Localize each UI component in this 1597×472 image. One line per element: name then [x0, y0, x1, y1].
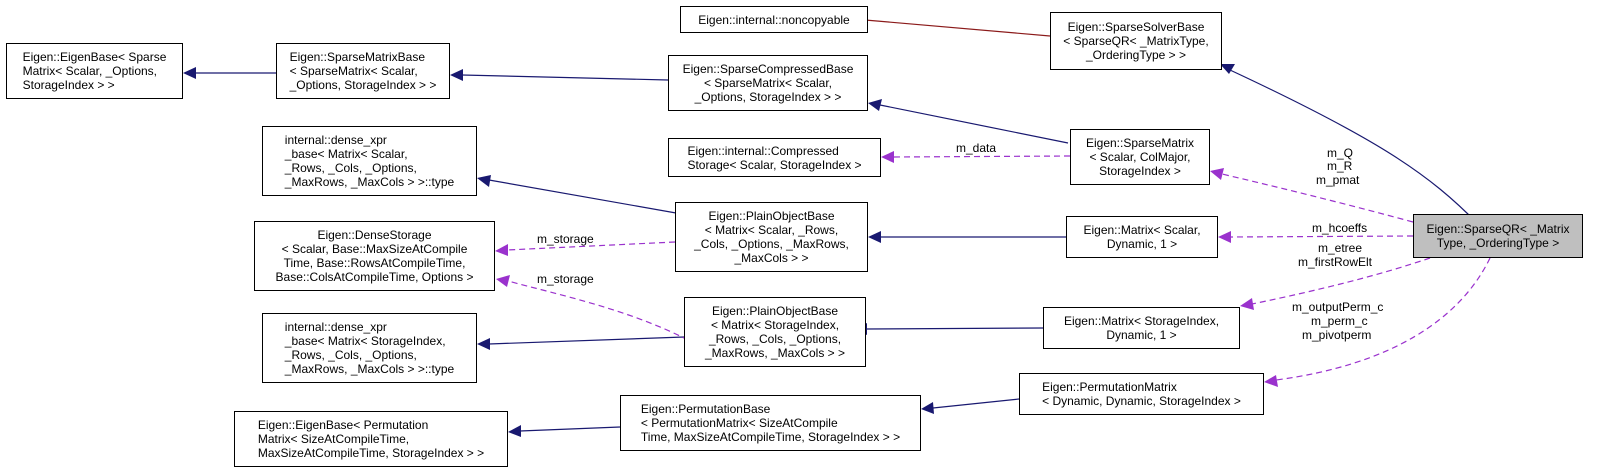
edge-permbase-eigenbase	[508, 425, 621, 437]
label-m-storage-1: m_storage	[537, 232, 594, 246]
node-label: Eigen::PermutationMatrix < Dynamic, Dyna…	[1042, 380, 1241, 408]
node-eigenbase-perm[interactable]: Eigen::EigenBase< Permutation Matrix< Si…	[234, 411, 508, 467]
edge-sparseqr-permmatrix	[1264, 257, 1491, 387]
node-label: Eigen::EigenBase< Sparse Matrix< Scalar,…	[22, 50, 167, 92]
node-sparse-compressed-base[interactable]: Eigen::SparseCompressedBase < SparseMatr…	[668, 55, 868, 111]
label-m-hcoeffs: m_hcoeffs	[1312, 221, 1367, 235]
node-label: Eigen::internal::Compressed Storage< Sca…	[687, 143, 862, 172]
edge-sparseqr-sparsematrix	[1210, 168, 1414, 223]
node-label: Eigen::internal::noncopyable	[698, 12, 850, 27]
node-plain-object-scalar[interactable]: Eigen::PlainObjectBase < Matrix< Scalar,…	[675, 202, 868, 272]
node-sparse-matrix-base[interactable]: Eigen::SparseMatrixBase < SparseMatrix< …	[276, 43, 450, 99]
label-m-perm-c: m_perm_c	[1311, 314, 1368, 328]
edge-matrixscalar-plainobject	[868, 231, 1066, 243]
edge-plainobject-densexpr-scalar	[477, 175, 677, 214]
node-label: Eigen::EigenBase< Permutation Matrix< Si…	[257, 418, 485, 460]
node-label: Eigen::SparseQR< _Matrix Type, _Ordering…	[1426, 222, 1570, 250]
node-label: Eigen::SparseMatrix < Scalar, ColMajor, …	[1085, 136, 1195, 178]
node-label: Eigen::PermutationBase < PermutationMatr…	[640, 402, 901, 444]
edge-solverbase-noncopyable	[851, 14, 1051, 37]
edge-plainobject-densexpr-index	[477, 336, 685, 350]
node-sparse-solver-base[interactable]: Eigen::SparseSolverBase < SparseQR< _Mat…	[1050, 12, 1222, 70]
edge-matrixbase-eigenbase	[183, 67, 276, 79]
node-label: Eigen::SparseCompressedBase < SparseMatr…	[682, 62, 854, 104]
label-m-pmat: m_pmat	[1316, 173, 1360, 187]
node-dense-xpr-scalar[interactable]: internal::dense_xpr _base< Matrix< Scala…	[262, 126, 477, 196]
node-label: Eigen::PlainObjectBase < Matrix< Scalar,…	[694, 209, 849, 265]
edge-sparsematrix-compressedstorage	[881, 151, 1071, 163]
node-permutation-matrix[interactable]: Eigen::PermutationMatrix < Dynamic, Dyna…	[1019, 373, 1264, 415]
node-eigenbase-sparse[interactable]: Eigen::EigenBase< Sparse Matrix< Scalar,…	[6, 43, 183, 99]
edge-sparseqr-solverbase	[1220, 64, 1479, 225]
node-label: internal::dense_xpr _base< Matrix< Stora…	[284, 320, 455, 376]
node-plain-object-index[interactable]: Eigen::PlainObjectBase < Matrix< Storage…	[684, 297, 866, 367]
node-label: Eigen::PlainObjectBase < Matrix< Storage…	[704, 304, 846, 360]
edge-plainobject-densestorage-scalar	[495, 241, 676, 256]
node-matrix-scalar[interactable]: Eigen::Matrix< Scalar, Dynamic, 1 >	[1066, 216, 1218, 258]
edge-matrixindex-plainobject	[854, 323, 1044, 335]
node-compressed-storage[interactable]: Eigen::internal::Compressed Storage< Sca…	[668, 138, 881, 177]
edge-plainobject-densestorage-index	[496, 275, 689, 341]
edge-compressedbase-matrixbase	[450, 69, 669, 81]
node-sparse-qr[interactable]: Eigen::SparseQR< _Matrix Type, _Ordering…	[1413, 214, 1583, 258]
node-dense-xpr-index[interactable]: internal::dense_xpr _base< Matrix< Stora…	[262, 313, 477, 383]
label-m-outputperm-c: m_outputPerm_c	[1292, 300, 1383, 314]
node-label: Eigen::SparseMatrixBase < SparseMatrix< …	[289, 50, 437, 92]
edge-sparsematrix-compressedbase	[868, 99, 1069, 144]
node-label: internal::dense_xpr _base< Matrix< Scala…	[284, 133, 455, 189]
edge-permmatrix-permbase	[921, 398, 1020, 414]
node-label: Eigen::SparseSolverBase < SparseQR< _Mat…	[1063, 20, 1209, 62]
label-m-pivotperm: m_pivotperm	[1302, 328, 1371, 342]
label-m-etree: m_etree	[1318, 241, 1362, 255]
label-m-firstrowelt: m_firstRowElt	[1298, 255, 1373, 269]
edge-sparseqr-matrixindex	[1240, 257, 1431, 310]
label-m-data: m_data	[956, 141, 996, 155]
node-noncopyable[interactable]: Eigen::internal::noncopyable	[680, 6, 868, 33]
edge-sparseqr-matrixscalar	[1218, 231, 1414, 243]
label-m-r: m_R	[1327, 159, 1353, 173]
node-matrix-index[interactable]: Eigen::Matrix< StorageIndex, Dynamic, 1 …	[1043, 307, 1240, 349]
node-label: Eigen::Matrix< Scalar, Dynamic, 1 >	[1083, 223, 1201, 251]
node-permutation-base[interactable]: Eigen::PermutationBase < PermutationMatr…	[620, 395, 921, 451]
node-dense-storage[interactable]: Eigen::DenseStorage < Scalar, Base::MaxS…	[254, 221, 495, 291]
node-sparse-matrix[interactable]: Eigen::SparseMatrix < Scalar, ColMajor, …	[1070, 129, 1210, 185]
node-label: Eigen::DenseStorage < Scalar, Base::MaxS…	[275, 228, 474, 284]
label-m-q: m_Q	[1327, 146, 1353, 160]
node-label: Eigen::Matrix< StorageIndex, Dynamic, 1 …	[1063, 314, 1220, 342]
label-m-storage-2: m_storage	[537, 272, 594, 286]
